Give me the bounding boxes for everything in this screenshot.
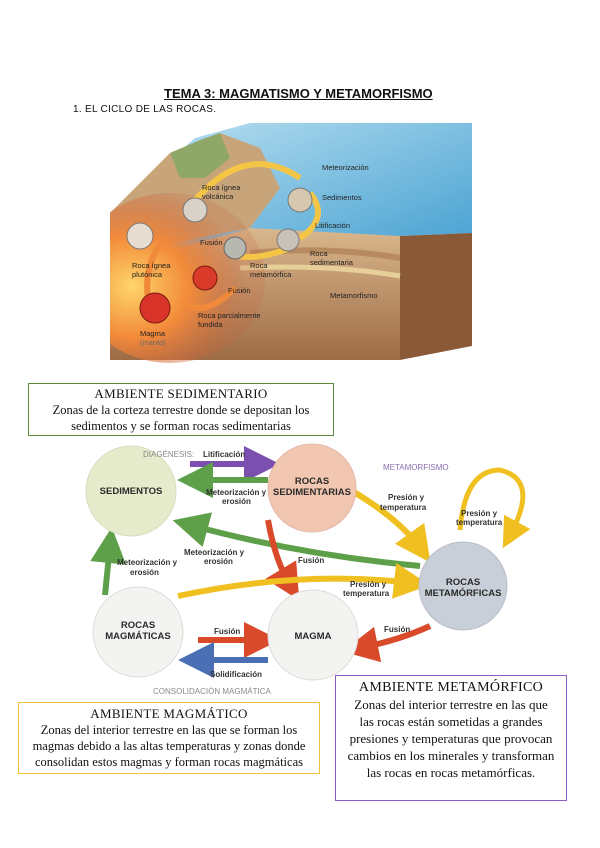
label-presion-1b: temperatura — [380, 503, 427, 512]
label-litificacion: Litificación — [203, 450, 245, 459]
node-label-rocas-sed-2: SEDIMENTARIAS — [273, 487, 351, 498]
box-met-line4: cambios en los minerales y transforman — [336, 747, 566, 764]
label-fusion-2: Fusión — [214, 627, 240, 636]
node-label-rocas-sed-1: ROCAS — [295, 476, 329, 487]
label-presion-3b: temperatura — [343, 589, 390, 598]
box-met-line2: las rocas están sometidas a grandes — [336, 713, 566, 730]
box-mag-line2: magmas debido a las altas temperaturas y… — [19, 738, 319, 754]
node-label-rocas-met-2: METAMÓRFICAS — [425, 587, 502, 599]
node-label-sedimentos: SEDIMENTOS — [100, 486, 163, 497]
label-consolidacion: CONSOLIDACIÓN MAGMÁTICA — [153, 687, 271, 696]
node-label-rocas-mag-1: ROCAS — [121, 620, 155, 631]
label-diagenesis: DIAGÉNESIS: — [143, 450, 194, 459]
label-meteor-mid-2: erosión — [204, 557, 233, 566]
label-meteor-left-1: Meteorización y — [117, 558, 178, 567]
label-presion-2a: Presión y — [461, 509, 498, 518]
box-mag-line3: consolidan estos magmas y forman rocas m… — [19, 754, 319, 770]
box-ambiente-metamorfico: AMBIENTE METAMÓRFICO Zonas del interior … — [335, 675, 567, 801]
label-solidificacion: Solidificación — [210, 670, 262, 679]
box-sed-heading: AMBIENTE SEDIMENTARIO — [29, 386, 333, 402]
box-mag-heading: AMBIENTE MAGMÁTICO — [19, 706, 319, 722]
arrow-fusion-1 — [268, 520, 290, 585]
label-presion-1a: Presión y — [388, 493, 425, 502]
box-ambiente-sedimentario: AMBIENTE SEDIMENTARIO Zonas de la cortez… — [28, 383, 334, 436]
box-sed-line1: Zonas de la corteza terrestre donde se d… — [29, 402, 333, 418]
label-meteor-top-2: erosión — [222, 497, 251, 506]
label-presion-2b: temperatura — [456, 518, 503, 527]
box-ambiente-magmatico: AMBIENTE MAGMÁTICO Zonas del interior te… — [18, 702, 320, 774]
node-label-rocas-met-1: ROCAS — [446, 577, 480, 588]
label-presion-3a: Presión y — [350, 580, 387, 589]
box-mag-line1: Zonas del interior terrestre en las que … — [19, 722, 319, 738]
label-meteor-left-2: erosión — [130, 568, 159, 577]
label-fusion-1: Fusión — [298, 556, 324, 565]
box-met-line3: presiones y temperaturas que provocan — [336, 730, 566, 747]
arrow-meteorizacion-left — [105, 545, 110, 595]
node-label-magma: MAGMA — [295, 631, 332, 642]
box-sed-line2: sedimentos y se forman rocas sedimentari… — [29, 418, 333, 434]
box-met-line5: las rocas en rocas metamórficas. — [336, 764, 566, 781]
box-met-line1: Zonas del interior terrestre en las que — [336, 696, 566, 713]
label-metamorfismo: METAMORFISMO — [383, 463, 449, 472]
label-fusion-3: Fusión — [384, 625, 410, 634]
label-meteor-top-1: Meteorización y — [206, 488, 267, 497]
box-met-heading: AMBIENTE METAMÓRFICO — [336, 680, 566, 696]
node-label-rocas-mag-2: MAGMÁTICAS — [105, 631, 170, 642]
label-meteor-mid-1: Meteorización y — [184, 548, 245, 557]
